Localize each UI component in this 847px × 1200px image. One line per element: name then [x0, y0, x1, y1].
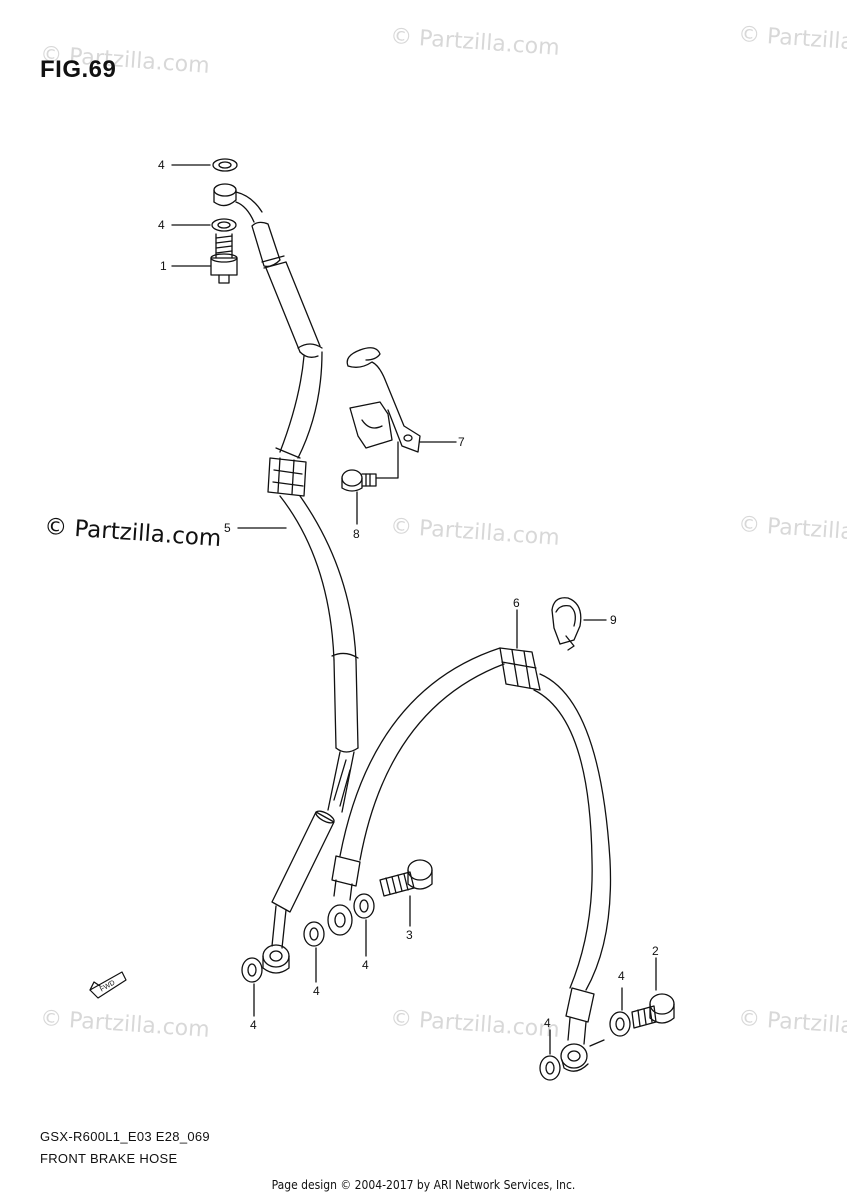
callout-7: 7 [458, 435, 465, 449]
brake-hose-5 [251, 221, 359, 974]
union-fitting-top [213, 183, 263, 223]
callout-5: 5 [224, 521, 231, 535]
brake-hose-6 [327, 647, 612, 1072]
callout-4: 4 [158, 158, 165, 172]
leader-8-link [375, 441, 399, 479]
callout-4: 4 [158, 218, 165, 232]
banjo-bolt-1 [210, 233, 238, 284]
bolt-8 [341, 469, 377, 492]
washer-lower-2 [303, 921, 325, 947]
callout-1: 1 [160, 259, 167, 273]
bracket-7 [346, 347, 421, 453]
clamp-9 [551, 597, 582, 651]
fwd-arrow-icon: FWD [89, 971, 127, 999]
diagram-name: FRONT BRAKE HOSE [40, 1151, 178, 1166]
callout-9: 9 [610, 613, 617, 627]
page-credit: Page design © 2004-2017 by ARI Network S… [271, 1178, 576, 1192]
banjo-bolt-2 [631, 993, 675, 1029]
callout-4: 4 [313, 984, 320, 998]
model-code: GSX-R600L1_E03 E28_069 [40, 1129, 210, 1144]
figure-title: FIG.69 [40, 56, 117, 83]
washer-lower-3 [353, 893, 375, 919]
washer-top-2 [211, 218, 237, 232]
assembly-line [589, 1039, 605, 1047]
washer-lower-1 [241, 957, 263, 983]
callout-3: 3 [406, 928, 413, 942]
callout-4: 4 [250, 1018, 257, 1032]
callout-4: 4 [544, 1016, 551, 1030]
washer-top-1 [212, 158, 238, 172]
banjo-bolt-3 [379, 859, 433, 897]
callout-8: 8 [353, 527, 360, 541]
washer-lower-4 [539, 1055, 561, 1081]
callout-2: 2 [652, 944, 659, 958]
callout-4: 4 [618, 969, 625, 983]
washer-lower-5 [609, 1011, 631, 1037]
callout-4: 4 [362, 958, 369, 972]
callout-6: 6 [513, 596, 520, 610]
